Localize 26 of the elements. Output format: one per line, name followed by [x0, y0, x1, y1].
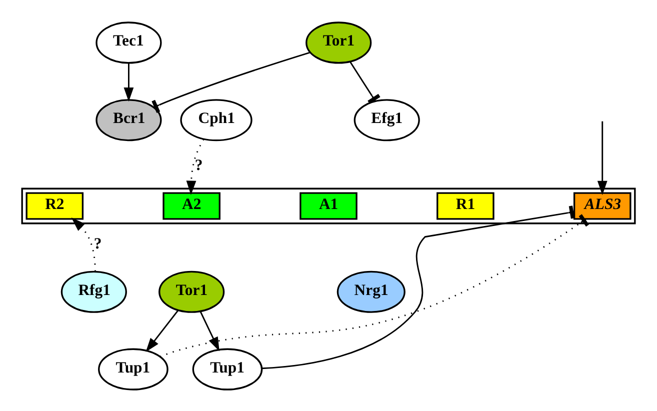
- node-box: ALS3: [573, 192, 632, 220]
- arrow: [71, 217, 96, 271]
- node-ellipse: Tec1: [96, 21, 162, 64]
- node-ellipse: Tor1: [158, 270, 225, 312]
- connector: [349, 60, 380, 104]
- arrow: [200, 310, 220, 351]
- node-box: R1: [436, 192, 494, 220]
- edge-label: ?: [194, 156, 203, 174]
- connector: [152, 51, 310, 112]
- node-ellipse: Efg1: [354, 98, 420, 141]
- arrow: [146, 309, 179, 352]
- node-ellipse: Tup1: [192, 348, 263, 390]
- node-box: A2: [162, 192, 220, 220]
- node-ellipse: Tor1: [306, 21, 372, 64]
- node-ellipse: Tup1: [98, 348, 168, 390]
- connector: [160, 214, 590, 357]
- arrow: [597, 120, 608, 195]
- node-ellipse: Cph1: [180, 98, 252, 141]
- arrow: [186, 138, 204, 194]
- node-box: R2: [26, 192, 84, 220]
- connector: [262, 205, 575, 369]
- node-ellipse: Nrg1: [336, 270, 406, 312]
- node-box: A1: [300, 192, 358, 220]
- node-ellipse: Rfg1: [60, 270, 127, 312]
- arrow: [124, 62, 134, 102]
- edge-label: ?: [94, 234, 102, 252]
